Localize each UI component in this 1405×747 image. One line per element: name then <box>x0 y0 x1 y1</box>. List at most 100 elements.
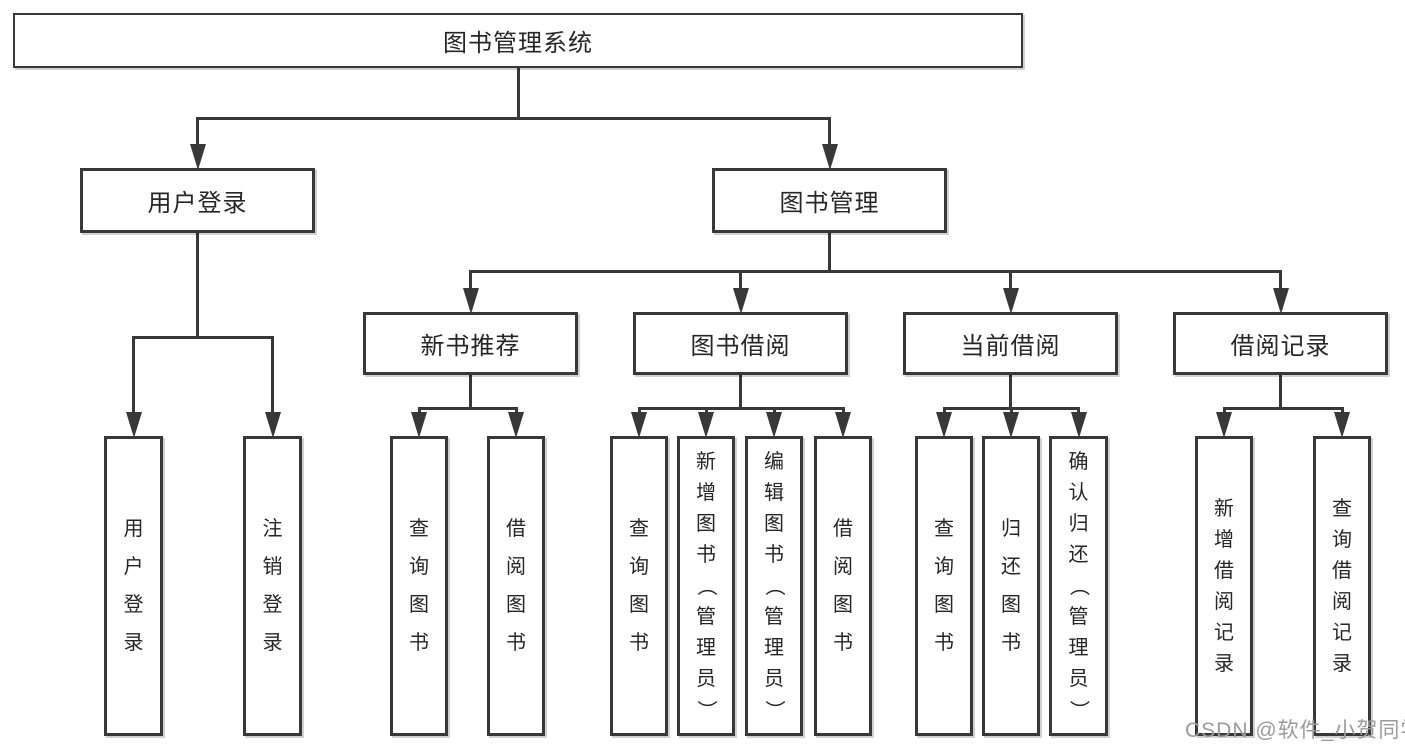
node-label-char: 注 <box>262 518 283 540</box>
arrow-down-icon <box>821 144 838 170</box>
node-bb-edit-book: 编辑图书（管理员） <box>745 436 803 736</box>
node-label-char: 查 <box>1332 497 1352 520</box>
node-borrow-records: 借阅记录 <box>1173 312 1388 375</box>
arrow-down-icon <box>1334 412 1350 438</box>
node-label-char: 阅 <box>833 556 853 578</box>
node-label-char: 记 <box>1332 621 1352 644</box>
node-label-char: 询 <box>1332 528 1352 551</box>
arrow-down-icon <box>732 288 749 314</box>
node-label-char: 查 <box>409 518 429 540</box>
node-book-borrow: 图书借阅 <box>633 312 848 375</box>
node-label-char: 借 <box>833 518 853 540</box>
node-label-char: 询 <box>629 556 649 578</box>
arrow-down-icon <box>508 412 524 438</box>
node-label-char: 录 <box>1214 652 1234 675</box>
node-bb-add-book: 新增图书（管理员） <box>677 436 735 736</box>
node-label-char: 书 <box>833 632 853 654</box>
arrow-down-icon <box>264 412 281 438</box>
arrow-down-icon <box>189 144 206 170</box>
arrow-down-icon <box>1002 288 1019 314</box>
node-label: 图书借阅 <box>690 333 791 360</box>
node-label-char: （ <box>1067 576 1090 596</box>
connector-segment <box>196 118 199 164</box>
node-label-char: ） <box>1067 700 1090 720</box>
node-label-char: 理 <box>1068 637 1089 659</box>
node-label-char: 图 <box>1001 594 1021 616</box>
node-label-char: 理 <box>696 637 716 659</box>
connector-segment <box>828 233 831 271</box>
node-label: 借阅记录 <box>1230 333 1331 360</box>
node-book-mgmt: 图书管理 <box>712 168 947 233</box>
node-label-char: 图 <box>833 594 853 616</box>
connector-segment <box>132 337 135 432</box>
connector-segment <box>469 269 1282 273</box>
arrow-down-icon <box>411 412 427 438</box>
node-label-char: 书 <box>934 632 954 654</box>
node-login: 用户登录 <box>104 436 163 736</box>
node-root: 图书管理系统 <box>13 13 1023 68</box>
node-label-char: 借 <box>506 518 526 540</box>
node-current-borrow: 当前借阅 <box>903 312 1118 375</box>
arrow-down-icon <box>1272 288 1289 314</box>
node-label-char: 增 <box>1214 528 1234 551</box>
node-br-query-record: 查询借阅记录 <box>1313 436 1371 736</box>
connector-segment <box>637 406 845 410</box>
arrow-down-icon <box>1003 412 1019 438</box>
arrow-down-icon <box>125 412 142 438</box>
node-label-char: 书 <box>764 544 784 566</box>
arrow-down-icon <box>835 412 851 438</box>
node-label-char: 询 <box>934 556 954 578</box>
node-label-char: 图 <box>409 594 429 616</box>
connector-segment <box>739 375 742 408</box>
node-rec-borrow-book: 借阅图书 <box>487 436 545 736</box>
node-label-char: 询 <box>409 556 429 578</box>
connector-segment <box>516 68 520 118</box>
arrow-down-icon <box>698 412 714 438</box>
node-label-char: 还 <box>1001 556 1021 578</box>
node-cb-confirm-return: 确认归还（管理员） <box>1049 436 1108 736</box>
node-label-char: 认 <box>1068 482 1089 504</box>
node-label-char: 图 <box>506 594 526 616</box>
node-label-char: 录 <box>123 632 144 654</box>
node-label-char: 录 <box>262 632 283 654</box>
node-label-char: 登 <box>123 594 144 616</box>
node-label-char: 阅 <box>1332 590 1352 613</box>
node-label-char: 员 <box>1068 668 1089 690</box>
node-cb-query-book: 查询图书 <box>915 436 973 736</box>
node-bb-borrow-book: 借阅图书 <box>814 436 872 736</box>
node-label: 新书推荐 <box>420 333 521 360</box>
node-label-char: 新 <box>1214 497 1234 520</box>
node-label-char: 书 <box>409 632 429 654</box>
node-label-char: 书 <box>1001 632 1021 654</box>
node-rec-query-book: 查询图书 <box>390 436 448 736</box>
node-label-char: 员 <box>764 668 784 690</box>
node-label-char: 确 <box>1068 451 1089 473</box>
node-label-char: 用 <box>123 518 144 540</box>
node-label-char: 借 <box>1332 559 1352 582</box>
node-label-char: 员 <box>696 668 716 690</box>
node-label-char: 图 <box>934 594 954 616</box>
node-label-char: 管 <box>1068 606 1089 628</box>
node-label-char: 还 <box>1068 544 1089 566</box>
node-label-char: 新 <box>696 451 716 473</box>
connector-segment <box>469 375 472 408</box>
node-label-char: 查 <box>629 518 649 540</box>
node-label: 图书管理系统 <box>443 30 593 57</box>
arrow-down-icon <box>1070 412 1087 438</box>
node-logout: 注销登录 <box>243 436 302 736</box>
node-label: 当前借阅 <box>960 333 1061 360</box>
connector-segment <box>271 337 274 432</box>
node-bb-query-book: 查询图书 <box>610 436 668 736</box>
node-label-char: 书 <box>629 632 649 654</box>
connector-segment <box>196 233 199 337</box>
arrow-down-icon <box>766 412 782 438</box>
node-label-char: ） <box>763 700 785 720</box>
watermark: CSDN @软件_小贺同学 <box>1185 719 1405 742</box>
node-label-char: （ <box>695 576 717 596</box>
node-label-char: 管 <box>696 606 716 628</box>
connector-segment <box>417 406 518 410</box>
node-br-add-record: 新增借阅记录 <box>1195 436 1253 736</box>
node-label-char: 借 <box>1214 559 1234 582</box>
node-label-char: （ <box>763 576 785 596</box>
